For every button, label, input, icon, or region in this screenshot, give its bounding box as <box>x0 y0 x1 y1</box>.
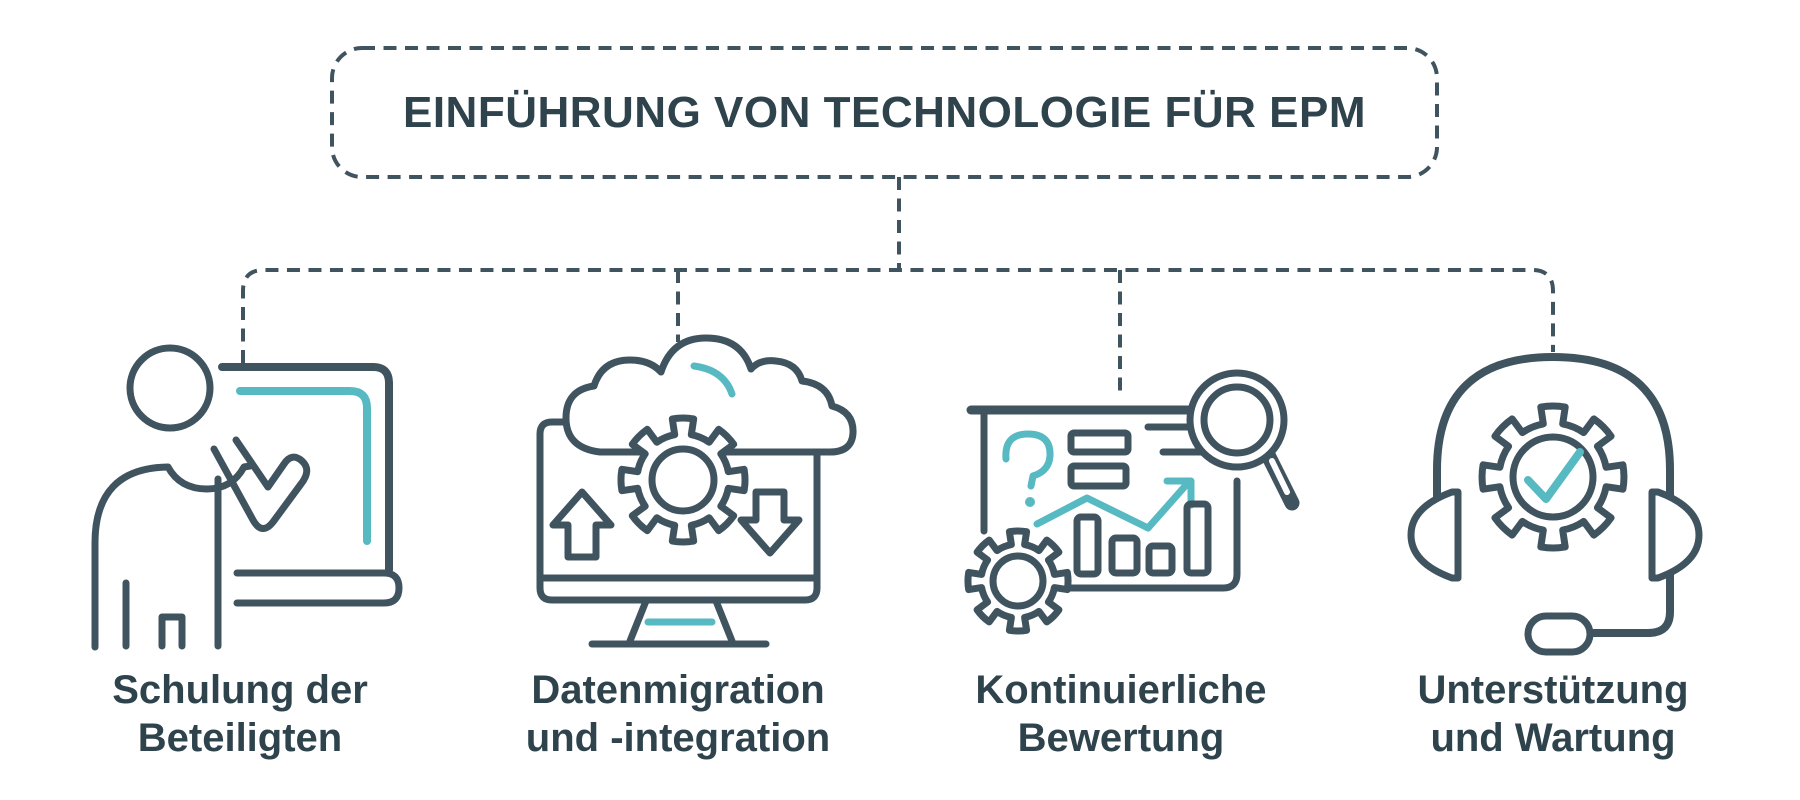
trend-line <box>1033 480 1191 532</box>
label-line: Kontinuierliche <box>975 668 1267 712</box>
bar-4 <box>1183 500 1212 577</box>
question-mark-dot <box>1025 497 1035 507</box>
person-head <box>126 344 214 432</box>
magnifier-handle-inner <box>1269 458 1290 495</box>
board-bottom-edge <box>1054 477 1241 592</box>
cloud-icon <box>562 334 857 456</box>
connector-rail <box>241 268 1555 363</box>
cloud-sync-monitor-icon <box>536 334 857 648</box>
gear-icon <box>617 414 749 546</box>
label-line: Bewertung <box>1017 716 1225 760</box>
label-line: Unterstützung <box>1417 668 1689 712</box>
ear-cup-right <box>1648 488 1703 582</box>
bar-1 <box>1073 513 1102 578</box>
branch-label-training: Schulung der Beteiligten <box>20 666 460 762</box>
label-line: und -integration <box>525 716 831 760</box>
label-line: Schulung der <box>112 668 368 712</box>
presenter-board-icon <box>91 344 403 651</box>
gear-icon <box>964 527 1072 635</box>
upload-arrow-icon <box>549 488 615 561</box>
label-line: und Wartung <box>1430 716 1676 760</box>
board-accent-line <box>236 387 371 545</box>
list-line-1 <box>1067 429 1132 456</box>
person-body <box>91 462 254 651</box>
list-line-2 <box>1067 462 1130 490</box>
connector-lines <box>241 177 1555 392</box>
branch-label-evaluation: Kontinuierliche Bewertung <box>901 666 1341 762</box>
headset-band <box>1433 353 1674 637</box>
branch-label-support: Unterstützung und Wartung <box>1333 666 1773 762</box>
ear-cup-left <box>1407 488 1462 582</box>
microphone-icon <box>1524 612 1594 656</box>
branch-label-migration: Datenmigration und -integration <box>458 666 898 762</box>
bar-3 <box>1145 542 1176 577</box>
board-frame <box>218 363 393 574</box>
monitor-stand <box>626 597 736 645</box>
label-line: Datenmigration <box>531 668 825 712</box>
analysis-board-icon <box>964 369 1300 635</box>
trend-arrow-head <box>1163 477 1195 509</box>
bar-2 <box>1108 534 1141 577</box>
gear-hub <box>989 552 1047 610</box>
gear-hub <box>648 445 718 515</box>
person-arm <box>210 436 311 532</box>
checkmark-icon <box>1524 448 1584 503</box>
cloud-accent-arc <box>690 362 736 398</box>
title-box-border <box>330 46 1439 179</box>
page-title: EINFÜHRUNG VON TECHNOLOGIE FÜR EPM <box>402 87 1367 137</box>
headset-support-icon <box>1407 353 1703 656</box>
question-mark-icon <box>1002 430 1054 490</box>
person-leg-notch <box>158 613 186 650</box>
magnifier-lens <box>1200 383 1274 457</box>
label-line: Beteiligten <box>137 716 343 760</box>
download-arrow-icon <box>737 488 803 557</box>
board-tray <box>233 569 403 607</box>
